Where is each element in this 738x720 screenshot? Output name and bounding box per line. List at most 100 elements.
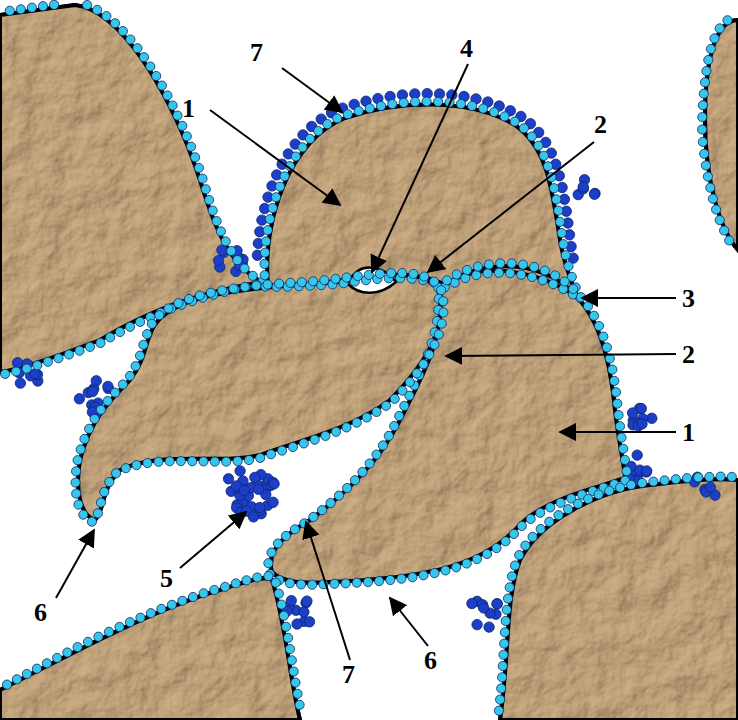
water-film-dot: [441, 566, 450, 575]
leader-line: [56, 530, 94, 598]
grain-outline: [267, 105, 578, 298]
water-film-dot: [260, 259, 269, 268]
water-film-dot: [334, 491, 343, 500]
water-film-dot: [705, 472, 714, 481]
water-film-dot: [398, 386, 407, 395]
water-film-dot: [613, 399, 622, 408]
water-film-dot: [286, 278, 295, 287]
water-film-dot: [157, 81, 166, 90]
water-film-dot: [472, 555, 481, 564]
water-film-dot: [405, 378, 414, 387]
water-film-dot: [289, 667, 298, 676]
water-film-dot: [282, 622, 291, 631]
water-film-dot: [221, 237, 230, 246]
water-film-dot: [320, 276, 329, 285]
water-film-dot: [27, 3, 36, 12]
water-film-dot: [615, 422, 624, 431]
water-film-dot: [430, 569, 439, 578]
water-film-dot: [498, 673, 507, 682]
water-film-dot: [273, 539, 282, 548]
water-film-dot: [248, 271, 257, 280]
water-film-dot: [490, 108, 499, 117]
water-film-dot: [461, 274, 470, 283]
water-film-dot: [342, 273, 351, 282]
water-film-dot: [589, 311, 598, 320]
water-film-dot: [22, 364, 31, 373]
water-film-dot: [1, 369, 10, 378]
water-film-dot: [482, 549, 491, 558]
water-film-dot: [83, 637, 92, 646]
water-film-dot: [118, 380, 127, 389]
water-film-dot: [298, 143, 307, 152]
water-film-dot: [297, 580, 306, 589]
water-film-dot: [323, 120, 332, 129]
water-film-dot: [496, 695, 505, 704]
water-film-dot: [5, 6, 14, 15]
water-film-dot: [442, 276, 451, 285]
water-film-dot: [452, 563, 461, 572]
water-film-dot: [287, 656, 296, 665]
water-film-dot: [439, 308, 448, 317]
water-film-dot: [698, 125, 707, 134]
water-film-dot: [702, 67, 711, 76]
water-film-dot: [318, 506, 327, 515]
water-film-dot: [515, 551, 524, 560]
water-film-dot: [184, 294, 193, 303]
water-film-dot: [133, 44, 142, 53]
bound-water-dot: [239, 485, 249, 495]
water-film-dot: [83, 0, 92, 9]
water-film-dot: [638, 478, 647, 487]
water-film-dot: [260, 248, 269, 257]
water-film-dot: [430, 277, 439, 286]
water-film-dot: [715, 216, 724, 225]
water-film-dot: [90, 414, 99, 423]
water-film-dot: [96, 338, 105, 347]
water-film-dot: [375, 269, 384, 278]
water-film-dot: [188, 457, 197, 466]
water-film-dot: [594, 490, 603, 499]
water-film-dot: [555, 217, 564, 226]
water-film-dot: [699, 89, 708, 98]
water-film-dot: [599, 332, 608, 341]
water-film-dot: [71, 478, 80, 487]
water-film-dot: [256, 453, 265, 462]
water-film-dot: [126, 35, 135, 44]
water-film-dot: [500, 112, 509, 121]
water-film-dot: [275, 182, 284, 191]
water-film-dot: [275, 279, 284, 288]
water-film-dot: [509, 529, 518, 538]
bound-water-dot: [590, 188, 600, 198]
bound-water-dot: [578, 182, 588, 192]
water-film-dot: [216, 227, 225, 236]
water-film-dot: [147, 319, 156, 328]
water-film-dot: [725, 236, 734, 245]
water-film-dot: [437, 319, 446, 328]
water-film-dot: [551, 271, 560, 280]
water-film-dot: [199, 589, 208, 598]
water-film-dot: [456, 99, 465, 108]
water-film-dot: [492, 544, 501, 553]
grain-outline: [500, 479, 738, 720]
leader-line: [180, 512, 246, 568]
water-film-dot: [468, 101, 477, 110]
water-film-dot: [233, 457, 242, 466]
water-film-dot: [104, 627, 113, 636]
water-film-dot: [277, 446, 286, 455]
water-film-dot: [33, 361, 42, 370]
leader-line: [282, 68, 342, 112]
water-film-dot: [253, 573, 262, 582]
water-film-dot: [152, 71, 161, 80]
water-film-dot: [266, 450, 275, 459]
water-film-dot: [472, 271, 481, 280]
water-film-dot: [494, 268, 503, 277]
water-film-dot: [372, 407, 381, 416]
water-film-dot: [135, 351, 144, 360]
water-film-dot: [660, 476, 669, 485]
water-film-dot: [605, 486, 614, 495]
water-film-dot: [526, 514, 535, 523]
water-film-dot: [168, 101, 177, 110]
water-film-dot: [388, 100, 397, 109]
water-film-dot: [507, 259, 516, 268]
water-film-dot: [539, 151, 548, 160]
